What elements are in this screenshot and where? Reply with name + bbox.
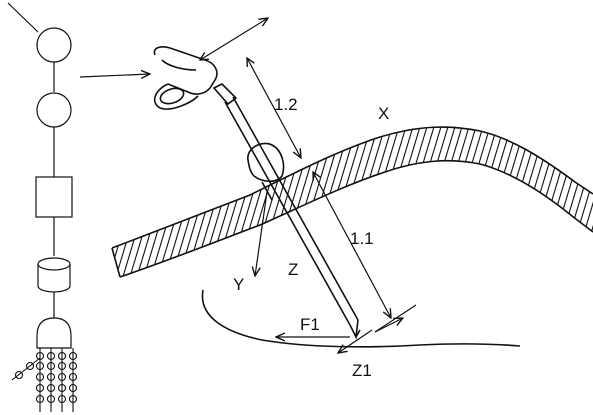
gripper-finger-joint	[46, 394, 56, 404]
wall-hatch-line	[584, 127, 593, 278]
gripper-finger-joint	[57, 383, 67, 393]
gripper-finger-joint	[46, 372, 56, 382]
wall-hatch-line	[311, 127, 373, 278]
gripper-finger-joint	[46, 361, 56, 371]
instrument-tip	[349, 319, 361, 340]
gripper-finger-joint	[57, 394, 67, 404]
label-f1: F1	[300, 315, 320, 334]
wall-inner-edge	[119, 159, 593, 278]
wall-hatch-line	[325, 127, 387, 278]
chain-base-link	[7, 2, 39, 33]
cylinder-joint	[37, 257, 71, 293]
wall-hatch-line	[178, 127, 240, 278]
wall-hatch-line	[486, 127, 548, 278]
wall-hatch-line	[332, 127, 394, 278]
wall-hatch-line	[164, 127, 226, 278]
annotations	[79, 18, 417, 353]
gripper-finger-joint	[46, 351, 56, 361]
wall-hatch-line	[479, 127, 541, 278]
z1-axis-line	[374, 304, 417, 333]
tissue-surface	[201, 289, 521, 348]
wall-left-cap	[111, 247, 121, 278]
joint-circle-middle	[36, 92, 72, 128]
gripper-finger-joint	[57, 361, 67, 371]
wall-outer-edge	[111, 126, 593, 249]
gripper-finger-joint	[68, 351, 78, 361]
label-x: X	[378, 104, 389, 123]
wall-hatch-line	[339, 127, 401, 278]
wall-hatch-line	[367, 127, 429, 278]
gripper-finger-joint	[35, 351, 45, 361]
label-z1: Z1	[352, 361, 372, 380]
handle-finger-ring	[153, 83, 199, 110]
gripper-finger-joint	[57, 372, 67, 382]
wall-hatch-line	[570, 127, 593, 278]
label-1-1: 1.1	[350, 229, 374, 248]
gripper-finger-joint	[68, 372, 78, 382]
z1-axis-arrow	[338, 329, 373, 353]
wall-hatch-line	[150, 127, 212, 278]
gripper-finger-joint	[68, 394, 78, 404]
body-wall	[111, 126, 593, 278]
label-1-2: 1.2	[274, 95, 298, 114]
wall-hatch-line	[115, 127, 177, 278]
gripper-finger-joint	[35, 361, 45, 371]
gripper-side-finger-joint	[25, 361, 35, 371]
gripper-finger-joint	[35, 383, 45, 393]
gripper-finger-joint	[46, 383, 56, 393]
wall-hatch-line	[563, 127, 593, 278]
joint-circle-top	[36, 27, 72, 63]
input-force-arrow	[79, 74, 150, 77]
instrument-handle	[153, 46, 218, 95]
wall-hatch-line	[346, 127, 408, 278]
gripper-finger-joint	[35, 372, 45, 382]
dimension-1-1	[313, 172, 391, 318]
kinematic-chain	[7, 2, 78, 412]
y-axis-arrow	[255, 191, 268, 276]
instrument-handle-neck	[212, 83, 238, 106]
handle-lever	[161, 59, 197, 71]
label-z: Z	[288, 260, 298, 279]
handle-motion-arrow	[200, 18, 268, 60]
z1-axis-arrow-upper	[374, 318, 403, 333]
wall-hatch-line	[122, 127, 184, 278]
gripper-finger-joint	[35, 394, 45, 404]
trocar-cannula	[261, 181, 273, 201]
joint-box	[35, 176, 73, 218]
dimension-1-2	[247, 58, 301, 158]
wall-hatch-line	[171, 127, 233, 278]
instrument-shaft-right	[232, 96, 359, 321]
wall-hatch-line	[556, 127, 593, 278]
wall-hatch-line	[136, 127, 198, 278]
gripper-side-finger-line	[11, 357, 41, 381]
gripper-finger-joint	[57, 351, 67, 361]
label-y: Y	[233, 275, 244, 294]
handle-thumb-ring	[159, 87, 185, 105]
gripper-finger-joint	[68, 383, 78, 393]
gripper-housing	[36, 317, 72, 349]
wall-hatch-line	[157, 127, 219, 278]
wall-hatch-line	[472, 127, 534, 278]
gripper-side-finger-joint	[14, 370, 24, 380]
gripper-finger-joint	[68, 361, 78, 371]
gripper-fingers	[11, 348, 78, 412]
wall-hatch-line	[493, 127, 555, 278]
wall-hatch-line	[112, 127, 121, 278]
wall-hatch-line	[143, 127, 205, 278]
wall-hatch-line	[535, 127, 593, 278]
